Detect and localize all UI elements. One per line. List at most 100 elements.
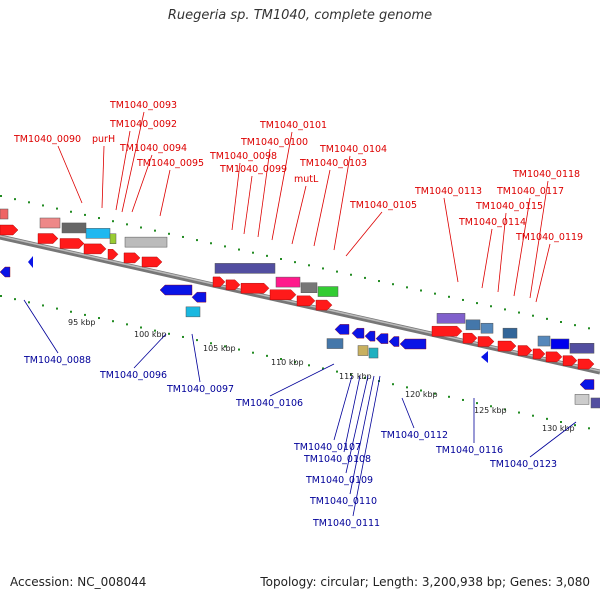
forward-tick-dot (336, 270, 338, 273)
reverse-tick-dot (98, 317, 100, 320)
forward-tick-dot (266, 254, 268, 257)
forward-gene-arrow (577, 358, 595, 370)
forward-tick-dot (196, 239, 198, 242)
reverse-tick-dot (280, 358, 282, 360)
forward-feature-box (537, 335, 551, 347)
forward-gene-arrow (462, 332, 478, 344)
reverse-tick-dot (42, 304, 44, 307)
forward-tick-dot (294, 261, 296, 264)
forward-feature-box (109, 233, 117, 244)
reverse-gene-arrow (364, 330, 376, 342)
forward-feature-box (39, 217, 61, 229)
forward-tick-dot (238, 248, 240, 251)
reverse-gene-arrow (399, 338, 427, 350)
reverse-tick-dot (518, 411, 520, 414)
reverse-tick-dot (154, 329, 156, 332)
forward-tick-dot (322, 267, 324, 270)
forward-gene-label: TM1040_0101 (259, 120, 327, 131)
forward-gene-arrow (212, 276, 226, 288)
forward-feature-box (124, 236, 168, 248)
forward-gene-label-leader-line (313, 169, 331, 247)
reverse-tick-dot (210, 342, 212, 345)
reverse-gene-label: TM1040_0111 (312, 518, 380, 529)
reverse-tick-dot (434, 392, 436, 395)
scale-tick-label: 100 kbp (134, 330, 167, 339)
forward-tick-dot (252, 251, 254, 254)
forward-feature-box (550, 338, 570, 350)
forward-gene-arrow (123, 252, 141, 264)
forward-gene-label-leader-line (443, 197, 459, 283)
reverse-gene-arrow (0, 266, 11, 278)
reverse-gene-label: TM1040_0116 (435, 445, 503, 456)
scale-tick-label: 105 kbp (203, 344, 236, 353)
forward-tick-dot (210, 242, 212, 245)
forward-gene-arrow (240, 283, 270, 294)
reverse-tick-dot (574, 424, 576, 427)
reverse-tick-dot (224, 345, 226, 348)
forward-gene-arrow (517, 345, 533, 356)
forward-tick-dot (56, 207, 58, 210)
forward-gene-label-leader-line (101, 145, 105, 209)
forward-gene-label-leader-line (345, 211, 383, 257)
forward-gene-label: purH (92, 134, 115, 145)
reverse-tick-dot (14, 298, 16, 301)
forward-tick-dot (42, 204, 44, 207)
forward-gene-label: TM1040_0119 (515, 232, 583, 243)
scale-tick-label: 130 kbp (542, 424, 575, 433)
forward-feature-box (85, 228, 111, 239)
forward-gene-label: TM1040_0104 (319, 144, 387, 155)
forward-gene-label-leader-line (513, 197, 531, 297)
forward-feature-box (275, 276, 301, 288)
reverse-gene-arrow (481, 351, 488, 363)
forward-tick-dot (28, 201, 30, 204)
reverse-tick-dot (56, 307, 58, 310)
reverse-feature-box (357, 345, 369, 356)
forward-feature-box (300, 282, 318, 293)
reverse-feature-box (574, 394, 590, 405)
reverse-gene-label-leader-line (133, 333, 167, 369)
reverse-gene-label-leader-line (345, 375, 369, 474)
forward-feature-box (569, 343, 595, 354)
forward-feature-box (480, 322, 494, 334)
forward-tick-dot (462, 298, 464, 301)
forward-gene-arrow (59, 238, 85, 249)
reverse-tick-dot (0, 295, 2, 297)
reverse-gene-label-leader-line (191, 333, 201, 383)
forward-gene-arrow (83, 243, 107, 255)
forward-tick-dot (406, 286, 408, 289)
reverse-gene-label: TM1040_0109 (305, 475, 373, 486)
forward-tick-dot (490, 305, 492, 308)
forward-gene-label-leader-line (131, 154, 153, 213)
reverse-feature-box (326, 338, 344, 349)
reverse-gene-label: TM1040_0123 (489, 459, 557, 470)
forward-tick-dot (126, 223, 128, 226)
forward-gene-label-leader-line (333, 155, 351, 251)
forward-tick-dot (0, 195, 2, 197)
scale-tick-label: 115 kbp (339, 372, 372, 381)
reverse-gene-arrow (579, 379, 595, 390)
forward-gene-label: TM1040_0094 (119, 143, 187, 154)
forward-gene-label-leader-line (243, 175, 253, 235)
forward-gene-label: TM1040_0092 (109, 119, 177, 130)
forward-gene-label: TM1040_0114 (458, 217, 526, 228)
forward-gene-label: mutL (294, 174, 319, 185)
forward-gene-label-leader-line (497, 212, 507, 293)
forward-tick-dot (154, 229, 156, 232)
accession-text: Accession: NC_008044 (10, 575, 147, 589)
forward-tick-dot (448, 295, 450, 298)
reverse-gene-label: TM1040_0097 (166, 384, 234, 395)
forward-tick-dot (504, 308, 506, 311)
reverse-tick-dot (28, 301, 30, 304)
forward-feature-box (465, 319, 481, 331)
reverse-gene-arrow (375, 333, 389, 344)
forward-tick-dot (14, 198, 16, 201)
reverse-tick-dot (588, 427, 590, 430)
reverse-tick-dot (238, 348, 240, 351)
forward-feature-box (0, 208, 9, 220)
forward-tick-dot (518, 311, 520, 314)
reverse-tick-dot (70, 310, 72, 313)
reverse-gene-label: TM1040_0108 (303, 454, 371, 465)
forward-feature-box (61, 222, 87, 234)
forward-gene-label: TM1040_0095 (136, 158, 204, 169)
